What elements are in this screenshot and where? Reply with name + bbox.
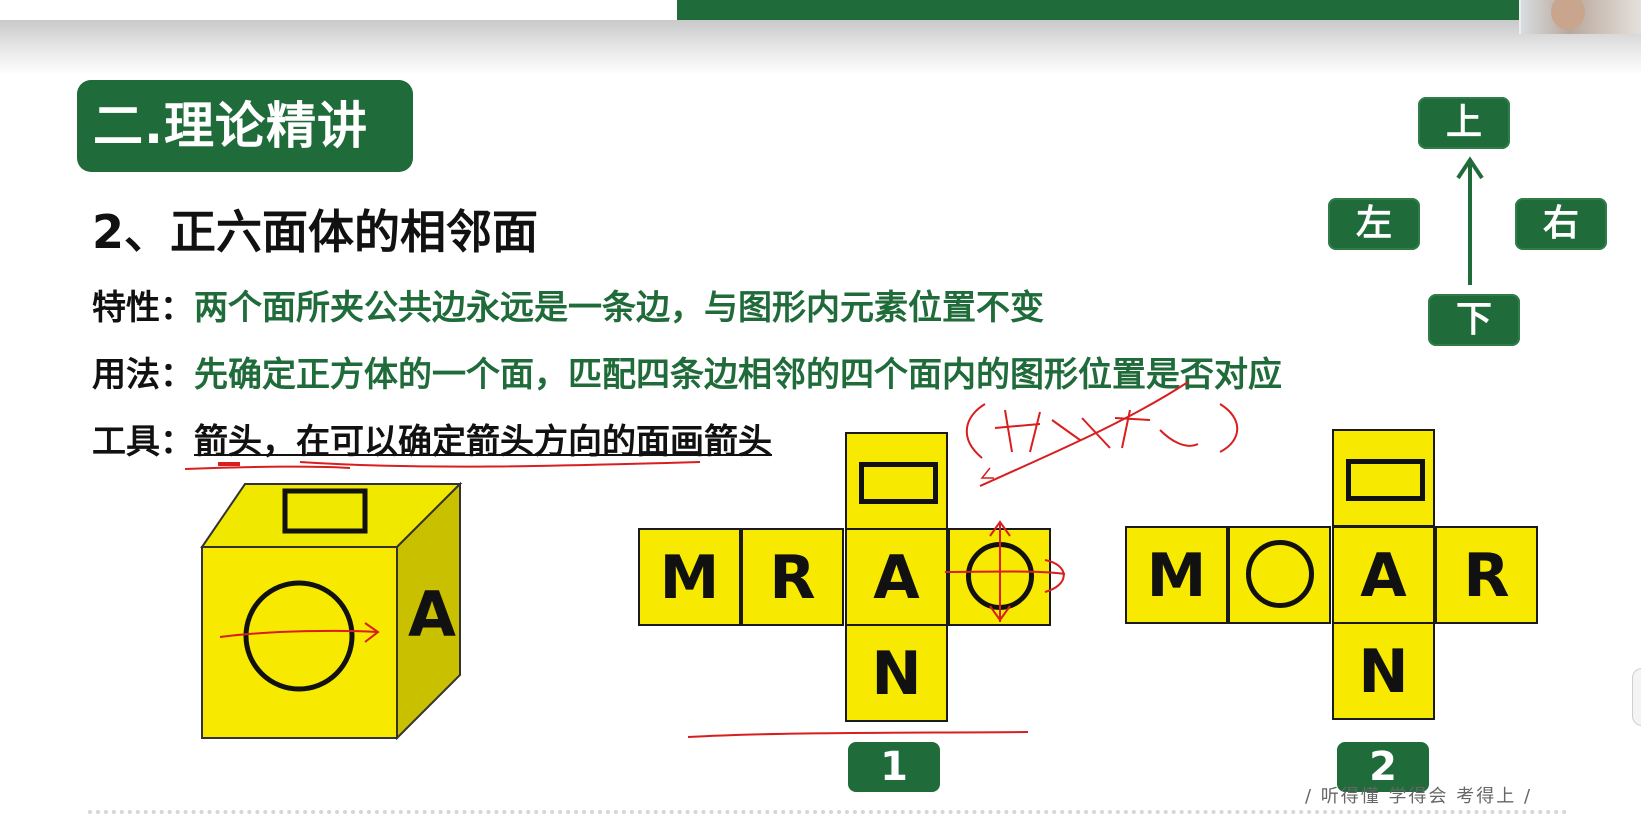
net2-face-r: R [1435, 526, 1538, 624]
direction-down-label: 下 [1428, 294, 1520, 346]
circle-icon [1246, 540, 1314, 608]
footer-divider [88, 810, 1568, 814]
usage-line: 用法：先确定正方体的一个面，匹配四条边相邻的四个面内的图形位置是否对应 [92, 347, 1282, 396]
net1-top-face [845, 432, 948, 530]
cube-illustration [200, 481, 463, 740]
top-bar-left [0, 0, 677, 20]
net1-face-r: R [741, 528, 844, 626]
property-label: 特性： [92, 288, 194, 328]
tool-text-arrow: 箭头， [194, 422, 296, 462]
net2-face-n: N [1332, 622, 1435, 720]
net1-face-m: M [638, 528, 741, 626]
webcam-overlay [1519, 0, 1641, 34]
section-title: 二.理论精讲 [77, 80, 413, 172]
direction-right-label: 右 [1515, 198, 1607, 250]
top-bar-banner [677, 0, 1519, 20]
property-line: 特性：两个面所夹公共边永远是一条边，与图形内元素位置不变 [92, 280, 1044, 329]
footer-slogan: / 听得懂 学得会 考得上 / [1305, 786, 1533, 807]
property-text: 两个面所夹公共边永远是一条边，与图形内元素位置不变 [194, 288, 1044, 328]
rectangle-icon [1346, 459, 1425, 501]
usage-label: 用法： [92, 355, 194, 395]
net1-face-n: N [845, 624, 948, 722]
net1-face-a: A [845, 528, 948, 626]
net2-face-m: M [1125, 526, 1228, 624]
top-shadow [0, 20, 1641, 75]
net2-face-a: A [1332, 526, 1435, 624]
tool-line: 工具：箭头，在可以确定箭头方向的面画箭头 [92, 414, 772, 463]
net2-face-circle [1228, 526, 1331, 624]
net2-label: 2 [1337, 742, 1429, 792]
cube-side-letter: A [408, 578, 456, 651]
presenter-avatar [1551, 0, 1585, 30]
direction-left-label: 左 [1328, 198, 1420, 250]
annotation-arrow-icon [219, 622, 380, 643]
up-arrow-icon [1456, 156, 1484, 285]
cube-front-circle [243, 580, 355, 692]
cube-top-rectangle [282, 488, 368, 534]
rectangle-icon [859, 462, 938, 504]
tool-label: 工具： [92, 422, 194, 462]
tool-text-face: 在可以确定箭头方向的面 [296, 422, 670, 462]
direction-up-label: 上 [1418, 97, 1510, 149]
tool-text-draw: 画箭头 [670, 422, 772, 462]
page-subtitle: 2、正六面体的相邻面 [92, 205, 539, 259]
usage-text: 先确定正方体的一个面，匹配四条边相邻的四个面内的图形位置是否对应 [194, 355, 1282, 395]
net1-label: 1 [848, 742, 940, 792]
